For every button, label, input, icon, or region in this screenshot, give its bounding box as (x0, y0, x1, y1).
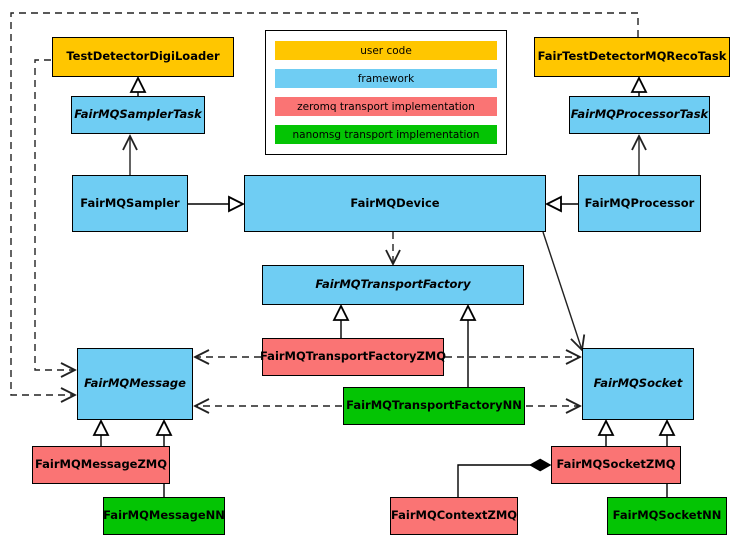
class-box-fairmqdevice[interactable]: FairMQDevice (244, 175, 546, 232)
class-box-fairmqmessagezmq[interactable]: FairMQMessageZMQ (32, 446, 170, 484)
class-box-fairmqprocessor[interactable]: FairMQProcessor (578, 175, 701, 232)
edge-digiloader-message (34, 59, 75, 370)
class-box-fairmqprocessortask[interactable]: FairMQProcessorTask (569, 96, 710, 134)
class-box-fairmqsocketzmq[interactable]: FairMQSocketZMQ (551, 446, 681, 484)
class-box-fairmqtransportfactory[interactable]: FairMQTransportFactory (262, 265, 524, 305)
class-box-fairmqtransportfactorynn[interactable]: FairMQTransportFactoryNN (343, 387, 525, 425)
legend-item-framework: framework (275, 69, 497, 88)
legend-item-zeromq: zeromq transport implementation (275, 97, 497, 116)
class-box-fairmqsocket[interactable]: FairMQSocket (582, 348, 694, 420)
class-box-fairmqmessagenn[interactable]: FairMQMessageNN (103, 497, 225, 535)
class-box-fairmqsocketnn[interactable]: FairMQSocketNN (607, 497, 727, 535)
legend-panel: user code framework zeromq transport imp… (265, 30, 507, 155)
class-box-fairtestdetectormqrecotask[interactable]: FairTestDetectorMQRecoTask (534, 37, 730, 77)
edge-recotask-message (10, 12, 639, 395)
class-box-testdetectordigiloader[interactable]: TestDetectorDigiLoader (52, 37, 234, 77)
class-box-fairmqsamplertask[interactable]: FairMQSamplerTask (71, 96, 205, 134)
edge-device-socket (542, 231, 582, 350)
legend-item-nanomsg: nanomsg transport implementation (275, 125, 497, 144)
class-box-fairmqmessage[interactable]: FairMQMessage (77, 348, 193, 420)
class-box-fairmqcontextzmq[interactable]: FairMQContextZMQ (390, 497, 518, 535)
edge-socketzmq-contextzmq (457, 458, 552, 497)
legend-item-user-code: user code (275, 41, 497, 60)
class-box-fairmqtransportfactoryzmq[interactable]: FairMQTransportFactoryZMQ (260, 338, 446, 376)
class-box-fairmqsampler[interactable]: FairMQSampler (72, 175, 188, 232)
